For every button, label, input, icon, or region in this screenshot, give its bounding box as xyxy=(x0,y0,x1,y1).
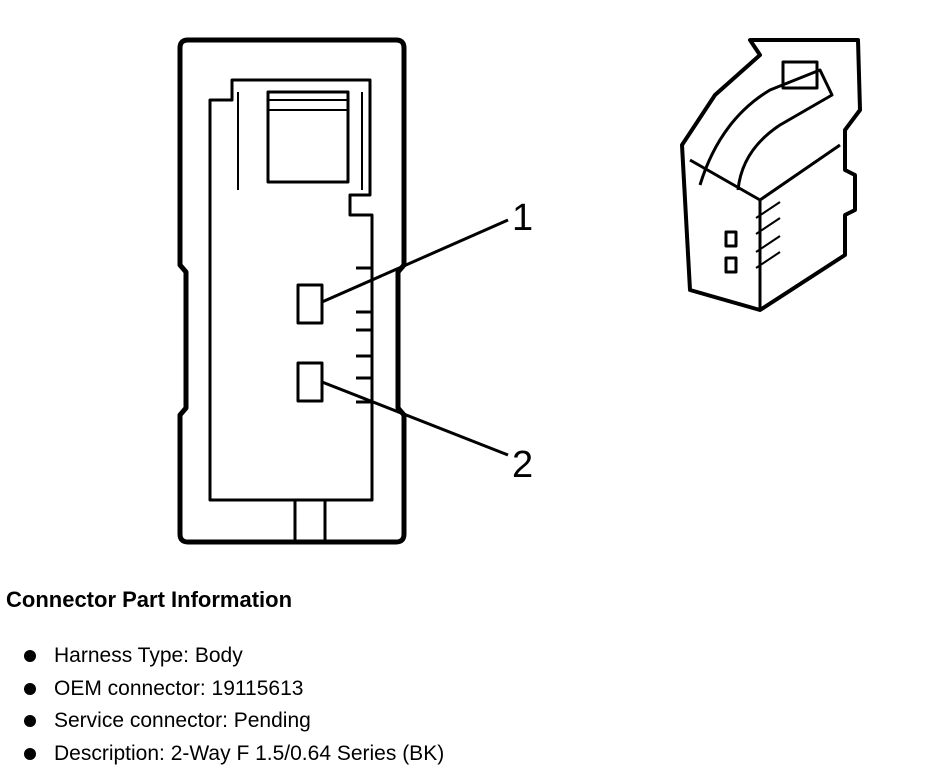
connector-bottom-tab xyxy=(293,500,327,540)
pin-2-leader-line xyxy=(321,380,509,457)
connector-latch xyxy=(266,90,350,184)
bullet-icon xyxy=(24,650,36,662)
connector-iso-ribs xyxy=(755,201,781,269)
list-item: OEM connector: 19115613 xyxy=(6,673,906,706)
connector-iso-latch-top xyxy=(781,60,819,90)
oem-connector-text: OEM connector: 19115613 xyxy=(54,676,304,700)
pin-1-leader-line xyxy=(321,218,509,304)
connector-front-outer-outline xyxy=(177,37,407,545)
service-connector-text: Service connector: Pending xyxy=(54,709,311,732)
connector-front-inner-outline xyxy=(208,78,374,502)
info-title: Connector Part Information xyxy=(6,587,293,612)
info-list: Harness Type: Body OEM connector: 191156… xyxy=(6,640,906,770)
connector-iso-cavities xyxy=(724,230,738,274)
pin-2-label: 2 xyxy=(512,444,533,486)
bullet-icon xyxy=(24,682,36,695)
bullet-icon xyxy=(24,715,36,727)
pin-1-label: 1 xyxy=(512,197,533,239)
harness-type-text: Harness Type: Body xyxy=(54,644,243,667)
description-text: Description: 2-Way F 1.5/0.64 Series (BK… xyxy=(54,741,445,765)
terminal-cavity-1 xyxy=(296,283,324,325)
list-item: Harness Type: Body xyxy=(6,640,906,673)
latch-ridge xyxy=(268,99,348,111)
terminal-cavity-2 xyxy=(296,361,324,403)
side-notches xyxy=(356,266,374,404)
connector-diagram: 1 2 xyxy=(177,37,862,545)
connector-iso-outline xyxy=(680,38,862,312)
bullet-icon xyxy=(24,747,36,760)
latch-guide xyxy=(237,92,363,190)
list-item: Description: 2-Way F 1.5/0.64 Series (BK… xyxy=(6,738,906,771)
connector-iso-latch xyxy=(698,68,834,191)
connector-part-info: Connector Part Information Harness Type:… xyxy=(6,586,906,770)
list-item: Service connector: Pending xyxy=(6,705,906,738)
